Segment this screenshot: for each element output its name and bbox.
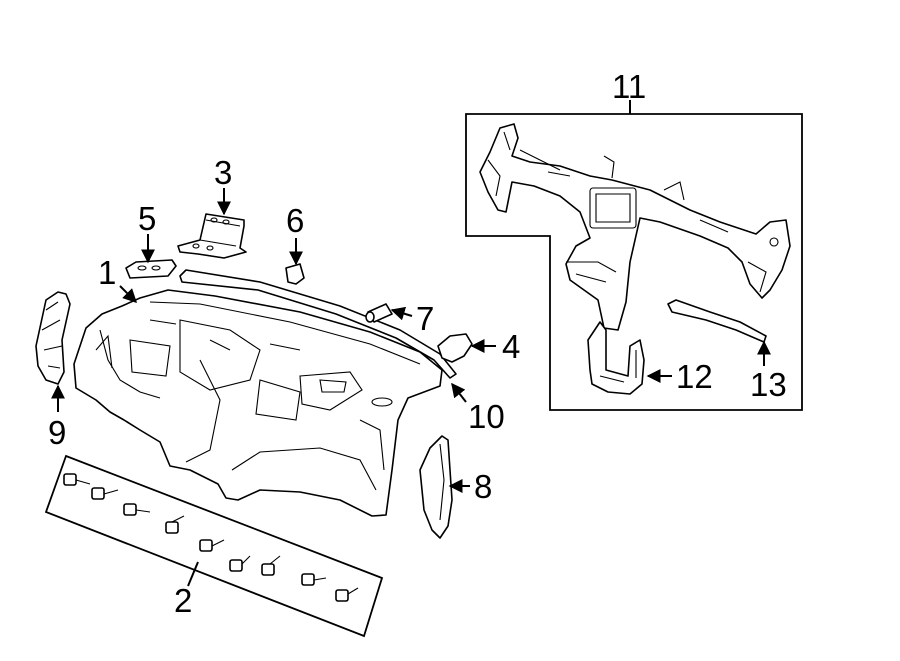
callout-2: 2 [174,582,192,619]
leader-7 [390,306,413,321]
bolt [123,503,151,516]
bolt [199,539,225,552]
knee-panel-8 [419,435,453,539]
leader-2 [187,561,199,587]
side-panel-9 [35,291,71,385]
strip-bracket-13 [667,299,767,343]
callout-8: 8 [474,468,492,505]
instrument-panel [73,289,443,517]
leader-1 [119,285,137,303]
pad-5 [125,259,177,279]
callout-5: 5 [138,200,156,237]
defroster-strip [179,269,457,379]
bolt [335,587,359,602]
bolt [261,555,281,576]
callout-1: 1 [98,254,116,291]
callout-labels: 1 2 3 4 5 6 7 8 9 10 11 12 13 [48,68,787,619]
clip-6 [285,263,305,285]
callout-10: 10 [468,398,505,435]
cap-4 [437,333,473,363]
callout-11: 11 [612,68,646,105]
reinforcement-beam-11 [479,123,791,331]
leader-lines [51,100,771,587]
bolt [165,515,185,534]
bolt [301,573,327,586]
bolt [229,555,251,572]
leader-10 [451,382,467,403]
callout-4: 4 [502,328,520,365]
plug-7 [365,303,393,323]
fastener-kit-2 [44,454,384,638]
bracket-12 [587,321,645,395]
bolt [91,487,119,500]
callout-6: 6 [286,202,304,239]
callout-12: 12 [676,358,713,395]
callout-9: 9 [48,414,66,451]
callout-7: 7 [416,300,434,337]
callout-3: 3 [214,154,232,191]
bracket-3 [177,213,247,259]
bolt [63,473,91,486]
reinforcement-group-frame [465,113,803,411]
callout-13: 13 [750,366,787,403]
